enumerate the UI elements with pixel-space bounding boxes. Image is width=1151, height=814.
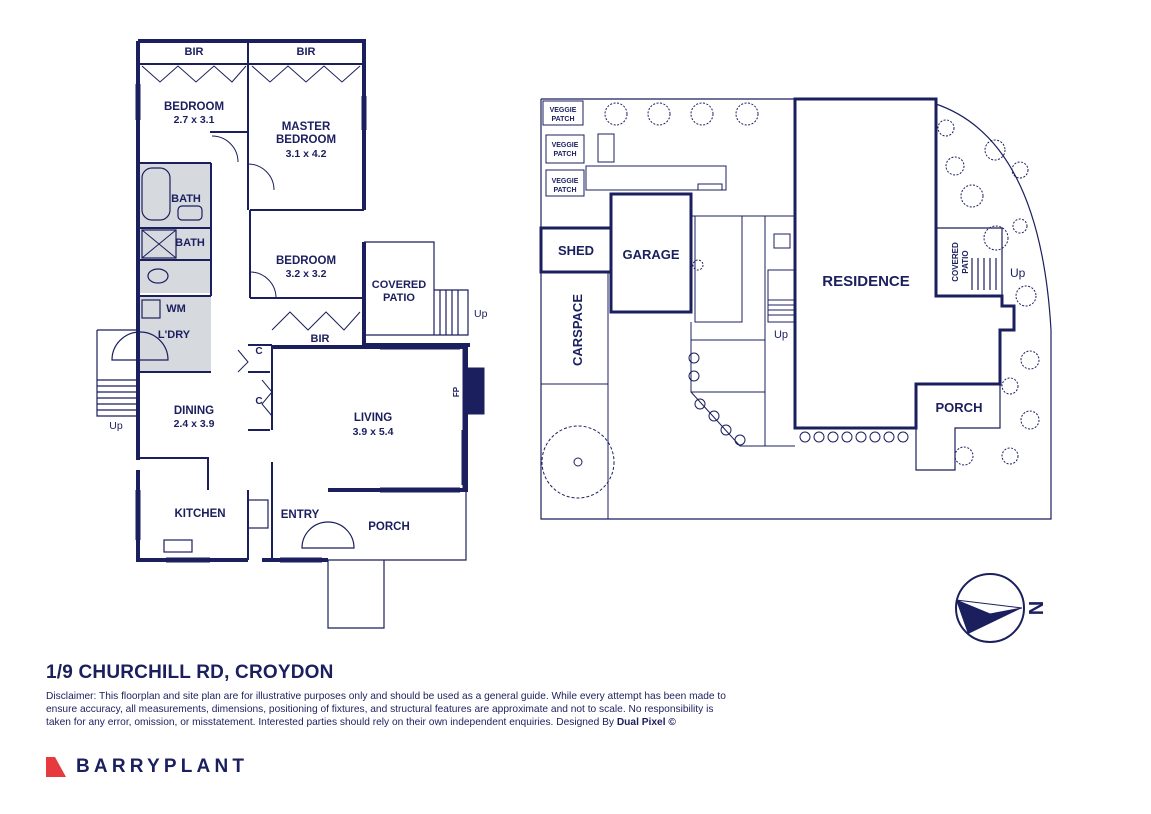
label-up-patio: Up (474, 308, 488, 320)
label-bedroom-3-size: 3.2 x 3.2 (286, 268, 327, 280)
hedge-row (688, 352, 909, 446)
label-residence: RESIDENCE (822, 273, 910, 290)
compass-label: N (1026, 601, 1048, 615)
door-swing-master (247, 163, 275, 191)
label-covered-patio-line2: PATIO (383, 292, 415, 304)
shower (141, 229, 177, 259)
label-veggie-2a: VEGGIE (552, 142, 579, 149)
label-site-up-stairs: Up (774, 329, 788, 341)
site-plan (539, 97, 1052, 520)
label-master-line2: BEDROOM (276, 134, 336, 146)
label-master-size: 3.1 x 4.2 (286, 148, 327, 160)
label-covered-patio-line1: COVERED (372, 279, 426, 291)
label-entry: ENTRY (281, 509, 320, 521)
label-master-line1: MASTER (282, 121, 331, 133)
label-site-porch: PORCH (936, 400, 983, 415)
disclaimer-text: Disclaimer: This floorplan and site plan… (46, 690, 736, 729)
door-swing-bed2 (211, 135, 239, 163)
large-tree (541, 425, 615, 499)
residence-outline (793, 97, 1016, 430)
property-address: 1/9 CHURCHILL RD, CROYDON (46, 662, 334, 683)
site-porch (915, 383, 1001, 471)
label-dining: DINING (174, 405, 214, 417)
compass: N (955, 573, 1048, 643)
label-bath-2: BATH (175, 237, 205, 249)
porch-outline (327, 490, 467, 629)
veggie-patch-3 (545, 169, 585, 197)
label-site-covered-patio-2: PATIO (961, 250, 970, 273)
label-porch: PORCH (368, 521, 410, 533)
label-bedroom-3: BEDROOM (276, 255, 336, 267)
label-site-up-patio: Up (1010, 266, 1026, 280)
label-bir-lower: BIR (311, 333, 330, 345)
bir-doors-top-right (251, 65, 361, 83)
designer-credit: Dual Pixel © (616, 717, 676, 728)
label-living-size: 3.9 x 5.4 (353, 426, 394, 438)
barryplant-logo-icon (46, 757, 66, 777)
compass-needle-highlight (955, 599, 1023, 615)
label-fireplace: FP (452, 386, 461, 397)
shrubs (604, 102, 1040, 466)
label-wm: WM (166, 303, 186, 315)
garage (609, 192, 693, 314)
label-kitchen: KITCHEN (174, 508, 225, 520)
label-cupboard-2: C (255, 396, 262, 407)
label-dining-size: 2.4 x 3.9 (174, 418, 215, 430)
label-bedroom-2-size: 2.7 x 3.1 (174, 114, 215, 126)
cupboard-doors (237, 349, 273, 417)
brand-logo: BARRYPLANT (46, 756, 248, 778)
door-swing-dining (111, 331, 169, 361)
label-up-dining: Up (109, 420, 123, 432)
veggie-patch-1 (542, 100, 584, 126)
label-veggie-1a: VEGGIE (550, 107, 577, 114)
door-swing-bed3 (249, 271, 277, 299)
label-veggie-1b: PATCH (551, 116, 574, 123)
label-carspace: CARSPACE (570, 294, 585, 366)
label-cupboard-1: C (255, 346, 262, 357)
carspace (540, 272, 609, 519)
bir-doors-top-left (141, 65, 247, 83)
bathtub (141, 167, 171, 221)
disclaimer-body: Disclaimer: This floorplan and site plan… (46, 691, 726, 728)
label-shed: SHED (558, 243, 594, 258)
label-garage: GARAGE (622, 247, 679, 262)
fireplace-box (465, 367, 485, 415)
veggie-patch-2 (545, 134, 585, 164)
label-veggie-2b: PATCH (553, 151, 576, 158)
covered-patio-outline (364, 241, 469, 336)
door-swing-entry (301, 521, 355, 549)
large-tree-core (573, 457, 583, 467)
toilet (147, 268, 169, 284)
windows (135, 84, 467, 563)
veggie-beds (585, 133, 727, 191)
bir-doors-lower (271, 311, 361, 331)
driveway-lines (690, 215, 795, 447)
brand-name: BARRYPLANT (76, 756, 249, 777)
shower-cross (141, 229, 177, 259)
label-bir-top-right: BIR (297, 46, 316, 58)
interior-walls (138, 41, 364, 560)
compass-ring (955, 573, 1025, 643)
washing-machine (141, 299, 161, 319)
site-boundary (540, 98, 1052, 520)
label-bath-1: BATH (171, 193, 201, 205)
label-site-covered-patio-1: COVERED (951, 242, 960, 282)
label-bedroom-2: BEDROOM (164, 101, 224, 113)
label-bir-top-left: BIR (185, 46, 204, 58)
label-veggie-3b: PATCH (553, 187, 576, 194)
cooktop (247, 499, 269, 529)
floor-plan (96, 39, 485, 629)
sink (163, 539, 193, 553)
label-laundry: L'DRY (158, 329, 191, 341)
dining-stairs (96, 329, 138, 417)
label-living: LIVING (354, 412, 392, 424)
site-covered-patio (936, 227, 1003, 296)
outer-wall (136, 39, 470, 562)
label-veggie-3a: VEGGIE (552, 178, 579, 185)
vanity-basin (177, 205, 203, 221)
site-stairs (767, 233, 796, 323)
